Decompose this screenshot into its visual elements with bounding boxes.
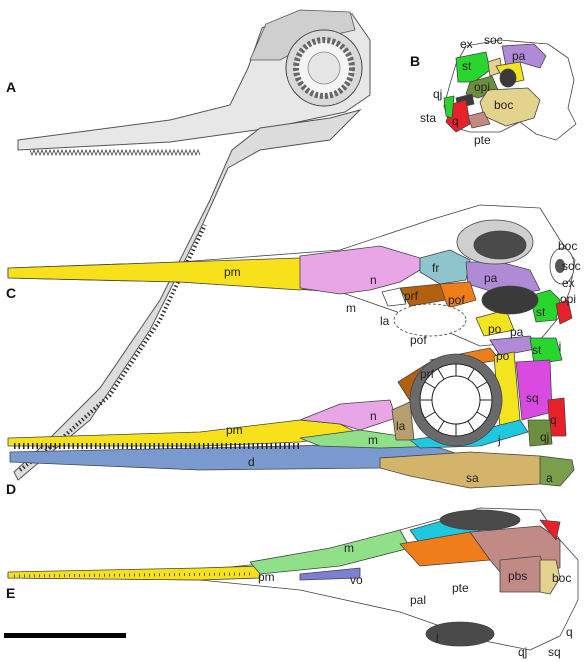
label-e-pbs: pbs <box>508 569 527 583</box>
label-b-q: q <box>452 114 459 128</box>
panel-a-illustration <box>13 9 371 481</box>
b-supratemporal <box>455 51 491 83</box>
label-c-fr: fr <box>432 261 439 275</box>
a-lower-teeth <box>18 224 207 472</box>
label-c-po: po <box>488 322 502 336</box>
label-b-sta: sta <box>420 111 436 125</box>
c-quadrate <box>555 299 573 325</box>
label-d-sa: sa <box>466 471 479 485</box>
label-e-pal: pal <box>410 593 426 607</box>
c-orbit-lower <box>393 303 467 337</box>
panel-e-ventral-view <box>7 507 579 651</box>
label-d-st: st <box>532 343 542 357</box>
panel-label-c: C <box>6 285 16 301</box>
scale-bar <box>4 633 126 638</box>
a-lower-jaw <box>13 109 362 481</box>
b-basioccipital <box>479 87 541 127</box>
d-sclerotic-plates <box>420 364 492 436</box>
label-e-pm: pm <box>258 570 275 584</box>
label-e-boc: boc <box>552 571 571 585</box>
e-vomer <box>299 567 361 581</box>
label-e-pte: pte <box>452 581 469 595</box>
label-e-m: m <box>344 541 354 555</box>
label-c-m: m <box>346 301 356 315</box>
d-quadratojugal <box>527 419 553 447</box>
e-quadrate <box>539 519 561 541</box>
label-d-m: m <box>368 433 378 447</box>
label-b-pte: pte <box>474 133 491 147</box>
label-c-la: la <box>380 314 390 328</box>
label-b-opi: opi <box>474 80 490 94</box>
c-premaxilla <box>7 257 341 291</box>
label-d-prf: prf <box>420 367 435 381</box>
c-postfrontal <box>439 281 477 309</box>
d-angular <box>539 455 575 487</box>
label-d-qj: qj <box>540 430 549 444</box>
label-d-la: la <box>396 419 406 433</box>
c-postorbital <box>475 309 515 337</box>
panel-d-lateral-view <box>7 335 575 489</box>
label-b-boc: boc <box>494 98 513 112</box>
label-b-ex: ex <box>460 37 473 51</box>
label-c-opi: opi <box>560 292 576 306</box>
label-d-pm: pm <box>226 423 243 437</box>
e-fenestra-upper <box>439 509 521 531</box>
b-pterygoid <box>467 111 491 129</box>
label-c-st: st <box>536 305 546 319</box>
a-skull-roof <box>249 9 356 61</box>
label-c-prf: prf <box>404 289 419 303</box>
label-c-ex: ex <box>562 276 575 290</box>
panel-label-d: D <box>6 481 16 497</box>
b-foramen-magnum <box>499 68 517 88</box>
panel-c-dorsal-view <box>7 204 576 347</box>
label-c-pm: pm <box>224 265 241 279</box>
label-e-qj: qj <box>518 645 527 659</box>
c-temporal-fenestra-upper <box>473 230 527 260</box>
label-e-j: j <box>435 629 439 643</box>
label-b-qj: qj <box>433 87 442 101</box>
e-basioccipital <box>539 559 561 595</box>
c-basioccipital <box>555 259 565 273</box>
label-d-q: q <box>550 413 557 427</box>
b-quadratojugal <box>443 95 455 119</box>
label-d-j: j <box>497 433 501 447</box>
c-nasal <box>299 245 421 295</box>
label-d-a: a <box>546 471 553 485</box>
label-d-pa: pa <box>510 325 524 339</box>
label-d-n: n <box>370 409 377 423</box>
label-b-soc: soc <box>484 33 503 47</box>
label-b-st: st <box>462 59 472 73</box>
label-d-pof: pof <box>410 333 427 347</box>
label-e-sq: sq <box>548 645 561 659</box>
panel-b-posterior-view <box>443 39 577 141</box>
c-temporal-fenestra-lower <box>481 285 539 315</box>
label-d-sq: sq <box>526 391 539 405</box>
label-c-pa: pa <box>484 271 498 285</box>
c-lacrimal <box>381 287 407 307</box>
label-b-pa: pa <box>512 49 526 63</box>
e-fenestra-lower <box>425 621 495 647</box>
label-e-q: q <box>566 625 573 639</box>
d-supratemporal <box>529 337 563 365</box>
label-d-po: po <box>496 349 510 363</box>
label-c-soc: soc <box>562 259 581 273</box>
label-c-pof: pof <box>448 293 465 307</box>
label-c-n: n <box>370 273 377 287</box>
d-squamosal <box>515 359 553 421</box>
label-e-vo: vo <box>350 573 363 587</box>
panel-label-e: E <box>6 585 15 601</box>
e-premaxilla <box>7 565 261 581</box>
panel-label-b: B <box>410 53 420 69</box>
label-c-boc: boc <box>558 239 577 253</box>
label-d-d: d <box>248 455 255 469</box>
a-upper-teeth <box>29 148 201 157</box>
c-frontal <box>419 249 471 285</box>
panel-label-a: A <box>6 79 16 95</box>
